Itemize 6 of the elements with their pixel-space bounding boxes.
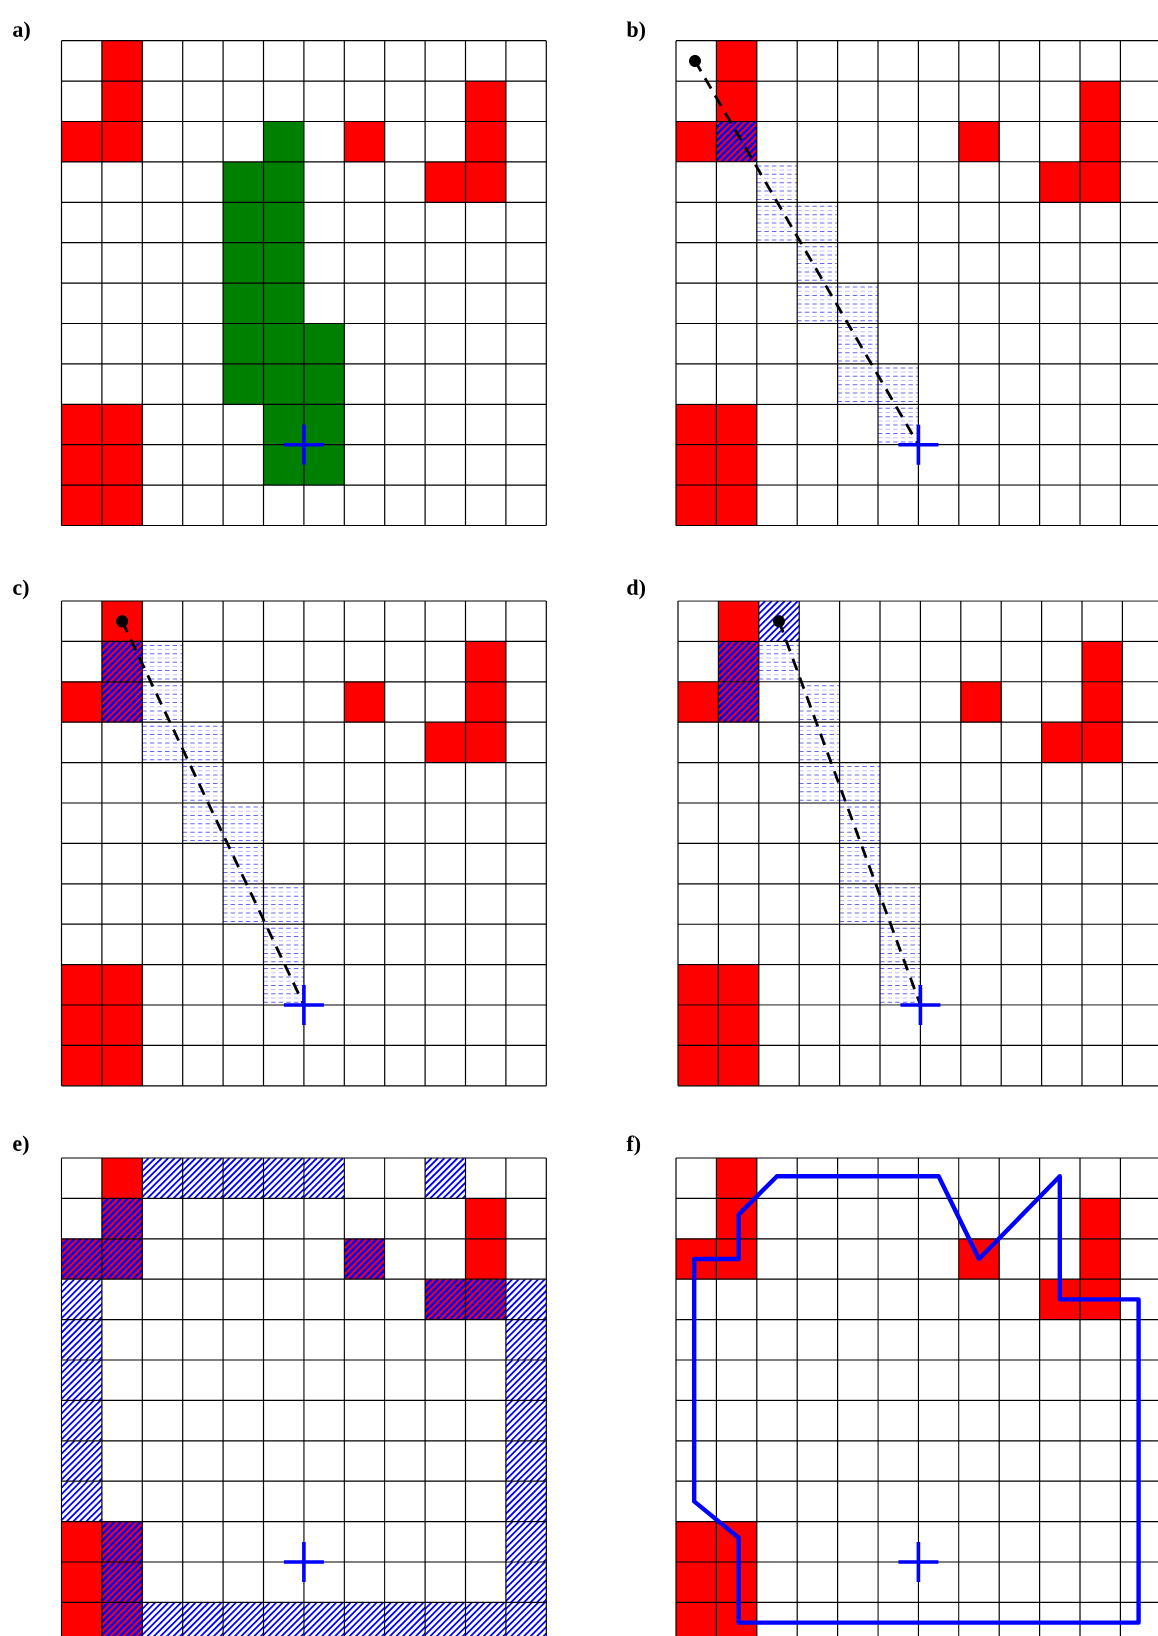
- panel-label: f): [626, 1135, 641, 1156]
- panel-label: e): [13, 1135, 29, 1156]
- panel-label: a): [13, 21, 30, 42]
- panel-label: d): [627, 579, 645, 600]
- panel-label: c): [13, 579, 29, 600]
- panel-label: b): [626, 21, 645, 42]
